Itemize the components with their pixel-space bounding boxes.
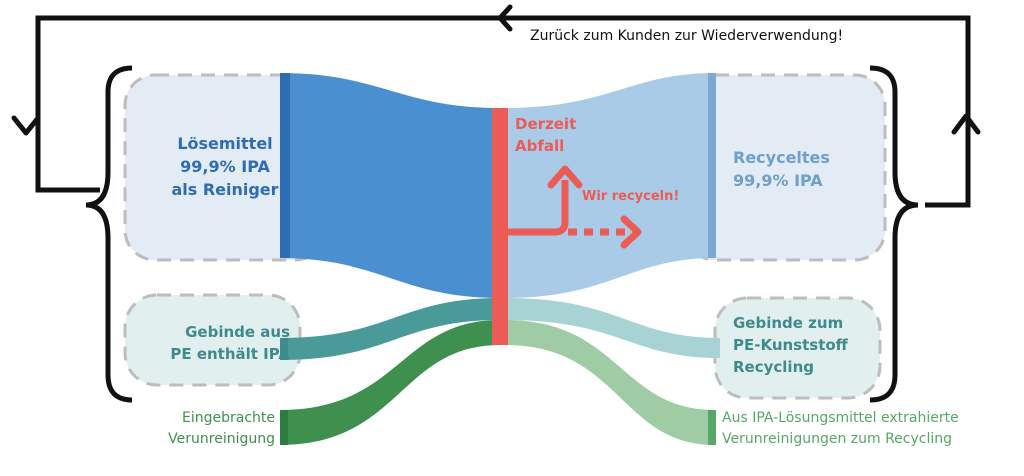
left-contamination-line-2: Verunreinigung [168,431,275,447]
solvent-flow-right [505,73,715,298]
contamination-flow-left [280,320,500,445]
right-container-line-3: Recycling [733,357,814,376]
left-container-label: Gebinde aus PE enthält IPA [125,322,290,366]
waste-line-2: Abfall [515,136,565,155]
right-container-line-1: Gebinde zum [733,314,844,332]
recycled-solvent-bar [708,73,716,258]
left-solvent-line-2: 99,9% IPA [180,157,270,177]
container-flow-right [505,298,720,358]
right-solvent-label: Recyceltes 99,9% IPA [733,146,830,192]
left-solvent-line-1: Lösemittel [177,134,273,153]
right-container-box [713,296,882,400]
waste-label: Derzeit Abfall [515,114,576,158]
solvent-flow-left [280,73,500,298]
left-contamination-label: Eingebrachte Verunreinigung [120,408,275,450]
return-loop-label: Zurück zum Kunden zur Wiederverwendung! [530,28,844,44]
contamination-source-bar [280,410,288,445]
left-container-line-2: PE enthält IPA [170,344,290,363]
right-contamination-line-1: Aus IPA-Lösungsmittel extrahierte [722,410,959,426]
left-contamination-line-1: Eingebrachte [181,410,275,426]
container-flow-left [280,298,500,360]
contamination-target-bar [708,410,716,445]
right-brace [869,65,919,403]
recycle-label: Wir recyceln! [582,189,680,204]
left-solvent-label: Lösemittel 99,9% IPA als Reiniger [125,132,325,202]
right-container-label: Gebinde zum PE-Kunststoff Recycling [733,313,848,378]
solvent-source-bar [280,73,290,258]
contamination-flow-right [505,320,715,445]
right-contamination-label: Aus IPA-Lösungsmittel extrahierte Verunr… [722,408,959,450]
right-solvent-line-1: Recyceltes [733,148,830,167]
left-solvent-box [123,73,327,262]
waste-line-1: Derzeit [515,115,577,133]
return-arrow-right-up-icon [951,113,981,135]
return-arrow-top-icon [497,4,513,32]
waste-arrow-head-icon [547,165,583,189]
left-container-line-1: Gebinde aus [185,323,290,341]
left-solvent-line-3: als Reiniger [171,180,279,200]
left-brace [85,65,133,403]
right-solvent-line-2: 99,9% IPA [733,171,823,191]
right-container-line-2: PE-Kunststoff [733,335,848,354]
recycle-arrow-head-icon [620,215,642,249]
center-process-bar [492,108,508,345]
right-contamination-line-2: Verunreinigungen zum Recycling [722,431,953,447]
container-source-bar [280,338,288,360]
return-arrow-left-down-icon [11,115,41,136]
waste-arrow-line [508,180,569,236]
